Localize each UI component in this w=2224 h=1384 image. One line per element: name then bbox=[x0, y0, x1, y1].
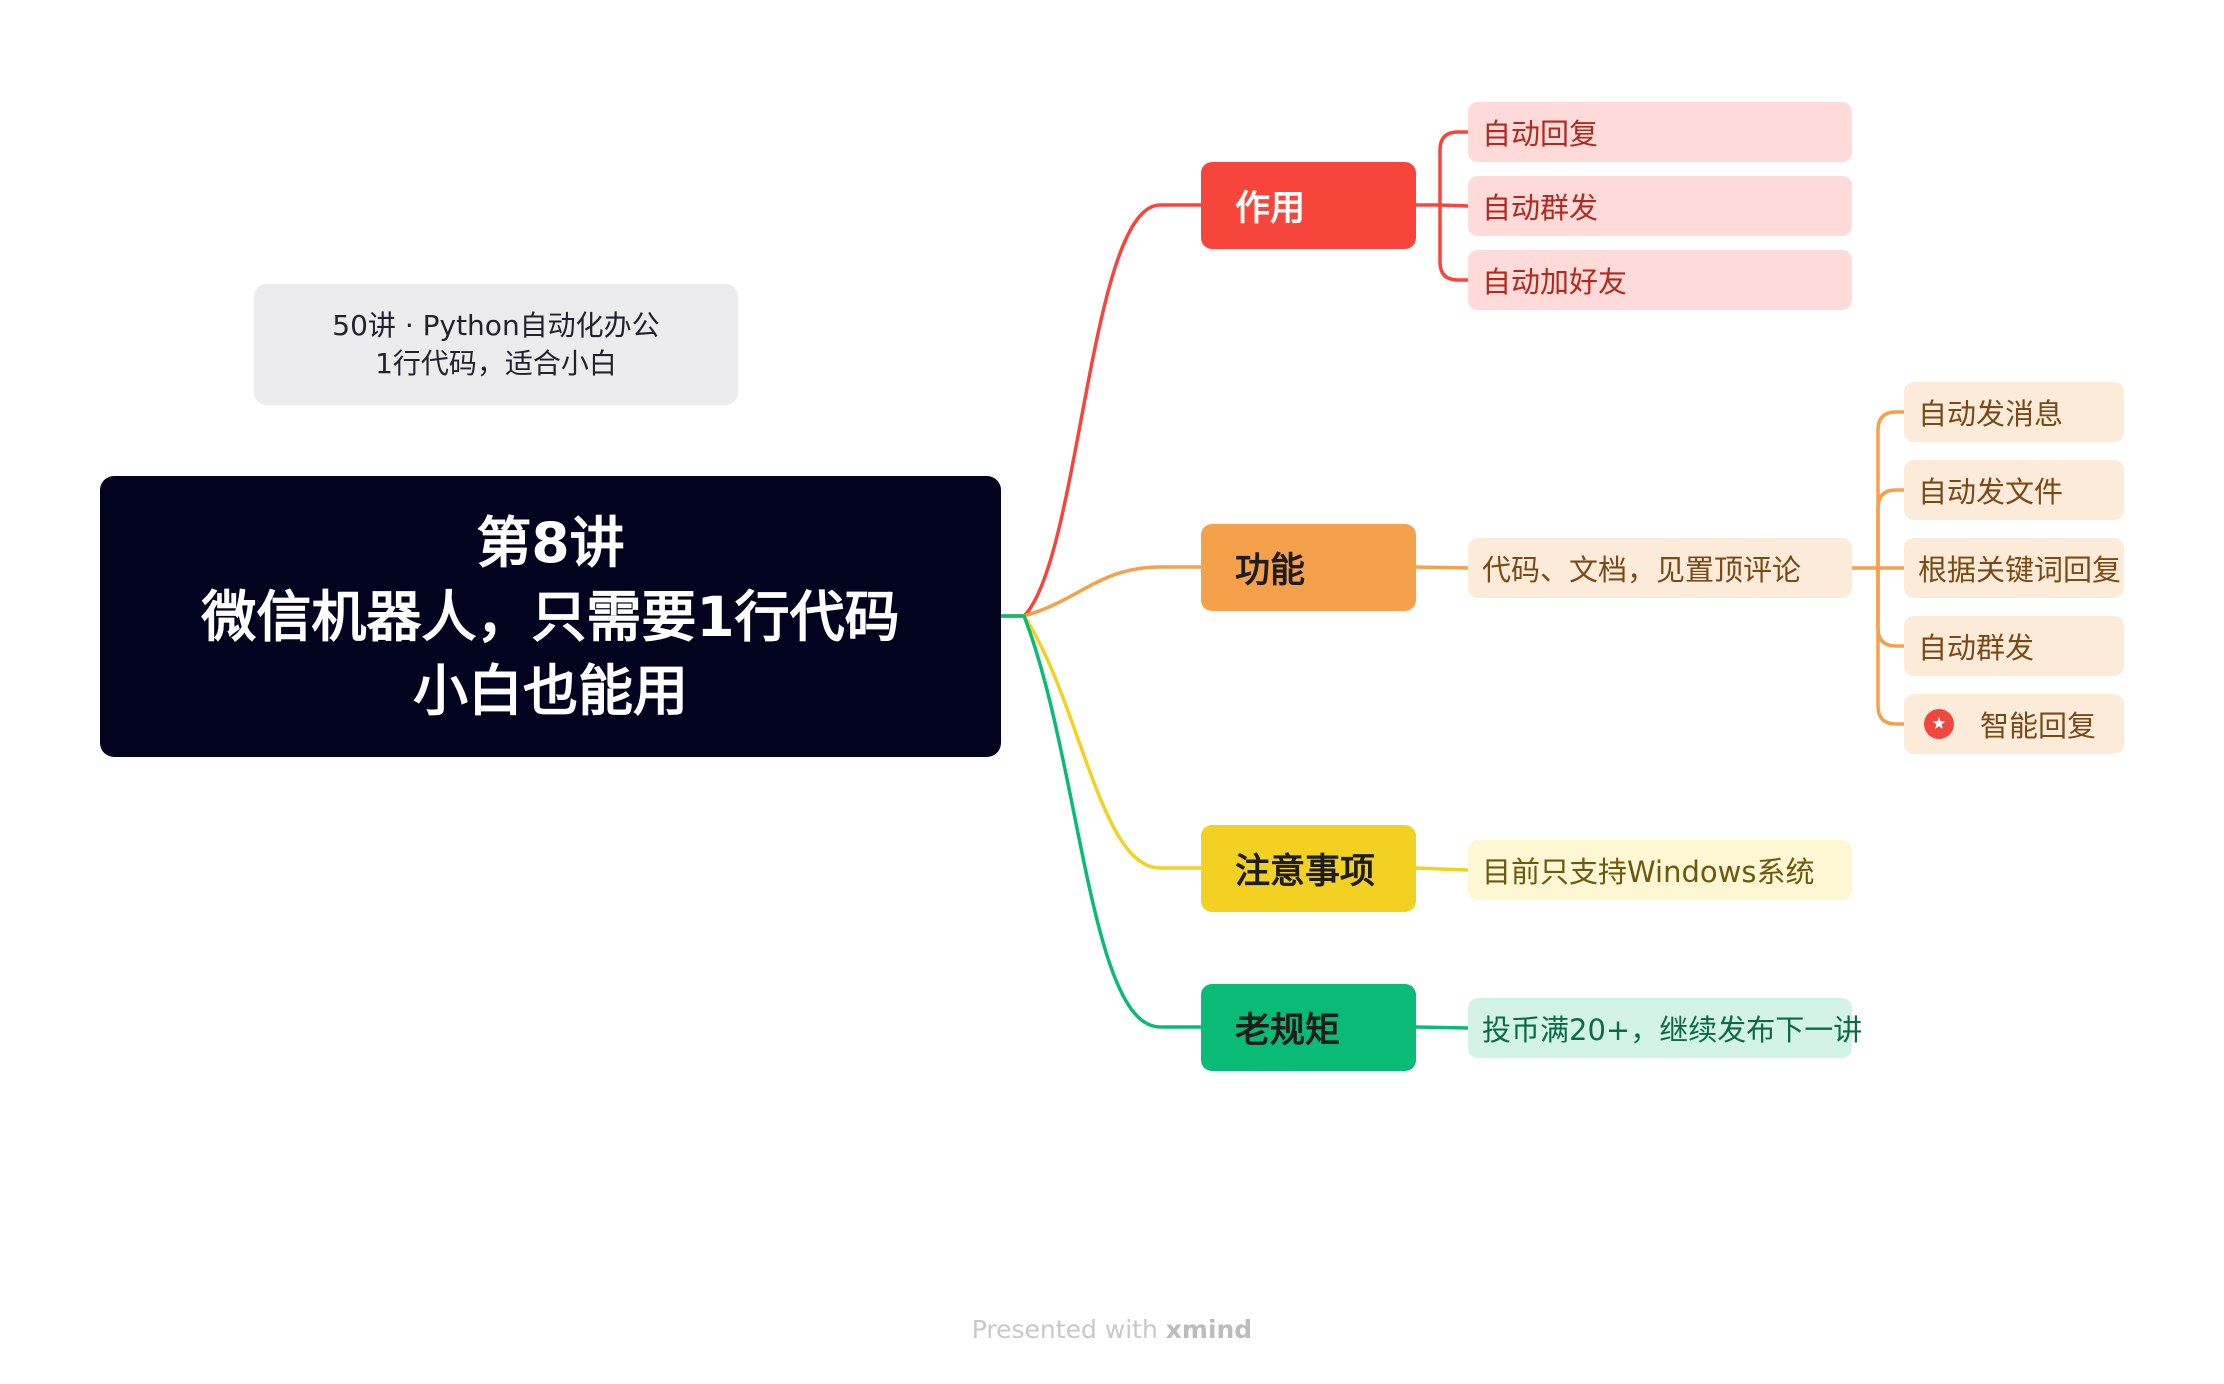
topic-usage-label: 作用 bbox=[1235, 189, 1306, 229]
leaf-keyword-reply[interactable]: 根据关键词回复 bbox=[1904, 538, 2124, 598]
link-features-child bbox=[1414, 565, 1470, 570]
leaf-windows-only[interactable]: 目前只支持Windows系统 bbox=[1468, 840, 1852, 900]
link-usage-leaf-2 bbox=[1438, 203, 1470, 208]
central-line-1: 第8讲 bbox=[476, 510, 625, 575]
leaf-smart-reply[interactable]: ★ 智能回复 bbox=[1904, 694, 2124, 754]
leaf-coin-goal[interactable]: 投币满20+，继续发布下一讲 bbox=[1468, 998, 1862, 1058]
leaf-auto-group-send-label: 自动群发 bbox=[1482, 191, 1599, 225]
central-topic[interactable]: 第8讲 微信机器人，只需要1行代码 小白也能用 bbox=[100, 476, 1001, 757]
topic-notes[interactable]: 注意事项 bbox=[1201, 825, 1416, 912]
link-usage bbox=[999, 203, 1203, 618]
topic-rules-label: 老规矩 bbox=[1235, 1011, 1341, 1051]
central-line-3: 小白也能用 bbox=[412, 658, 688, 723]
topic-usage[interactable]: 作用 bbox=[1201, 162, 1416, 249]
leaf-auto-reply-label: 自动回复 bbox=[1482, 117, 1599, 151]
topic-features-label: 功能 bbox=[1235, 551, 1306, 591]
leaf-auto-add-friend-label: 自动加好友 bbox=[1482, 265, 1628, 299]
leaf-auto-reply[interactable]: 自动回复 bbox=[1468, 102, 1852, 162]
link-sub-4 bbox=[1876, 566, 1906, 648]
link-notes-leaf bbox=[1414, 866, 1470, 872]
leaf-auto-add-friend[interactable]: 自动加好友 bbox=[1468, 250, 1852, 310]
leaf-auto-send-message-label: 自动发消息 bbox=[1918, 397, 2064, 431]
link-rules bbox=[999, 614, 1203, 1029]
note-line-2: 1行代码，适合小白 bbox=[375, 346, 617, 380]
leaf-auto-send-message[interactable]: 自动发消息 bbox=[1904, 382, 2124, 442]
leaf-auto-send-file[interactable]: 自动发文件 bbox=[1904, 460, 2124, 520]
link-notes bbox=[999, 614, 1203, 870]
leaf-auto-send-file-label: 自动发文件 bbox=[1918, 475, 2064, 509]
topic-features[interactable]: 功能 bbox=[1201, 524, 1416, 611]
link-usage-leaf-3 bbox=[1438, 203, 1470, 282]
topic-notes-label: 注意事项 bbox=[1235, 852, 1376, 892]
leaf-keyword-reply-label: 根据关键词回复 bbox=[1918, 553, 2122, 587]
leaf-coin-goal-label: 投币满20+，继续发布下一讲 bbox=[1482, 1013, 1863, 1047]
xmind-logo: xmind bbox=[1165, 1315, 1253, 1344]
presented-with-xmind: Presented with xmind bbox=[0, 1315, 2224, 1344]
leaf-auto-group-send-2-label: 自动群发 bbox=[1918, 631, 2035, 665]
link-sub-1 bbox=[1876, 410, 1906, 570]
note-line-1: 50讲 · Python自动化办公 bbox=[332, 308, 660, 342]
series-note[interactable]: 50讲 · Python自动化办公 1行代码，适合小白 bbox=[254, 284, 738, 405]
leaf-auto-group-send-2[interactable]: 自动群发 bbox=[1904, 616, 2124, 676]
leaf-code-docs[interactable]: 代码、文档，见置顶评论 bbox=[1468, 538, 1852, 598]
link-usage-leaf-1 bbox=[1438, 130, 1470, 207]
link-sub-2 bbox=[1876, 488, 1906, 570]
link-features bbox=[999, 565, 1203, 618]
central-line-2: 微信机器人，只需要1行代码 bbox=[201, 584, 900, 649]
topic-rules[interactable]: 老规矩 bbox=[1201, 984, 1416, 1071]
leaf-smart-reply-label: 智能回复 bbox=[1980, 709, 2097, 743]
link-rules-leaf bbox=[1414, 1025, 1470, 1030]
footer-prefix: Presented with bbox=[971, 1315, 1166, 1344]
link-sub-5 bbox=[1876, 566, 1906, 726]
leaf-windows-only-label: 目前只支持Windows系统 bbox=[1482, 855, 1815, 889]
star-icon: ★ bbox=[1924, 709, 1954, 739]
leaf-code-docs-label: 代码、文档，见置顶评论 bbox=[1482, 553, 1802, 587]
leaf-auto-group-send[interactable]: 自动群发 bbox=[1468, 176, 1852, 236]
